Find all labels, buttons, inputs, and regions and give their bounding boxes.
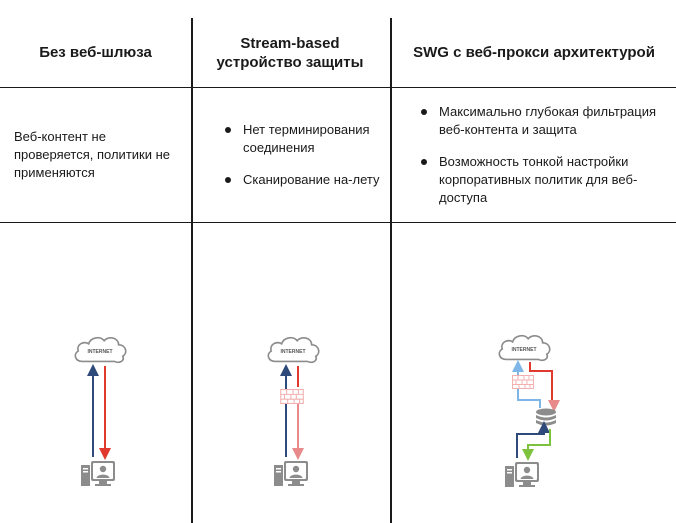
user-workstation-icon <box>274 461 308 486</box>
bullet-item: Возможность тонкой настройки корпоративн… <box>417 153 667 207</box>
diagram-no-gateway: INTERNET <box>74 336 127 486</box>
database-icon <box>536 408 556 426</box>
bullet-item: Максимально глубокая фильтрация веб-конт… <box>417 103 667 139</box>
divider-vertical-1 <box>191 18 193 523</box>
diagram-stream-based: INTERNET <box>267 336 320 486</box>
inbound-arrow <box>529 362 553 400</box>
user-workstation-icon <box>81 461 115 486</box>
column-1-heading: Без веб-шлюза <box>39 44 152 61</box>
divider-vertical-2 <box>390 18 392 523</box>
bullet-item: Сканирование на-лету <box>221 171 387 189</box>
cloud-label: INTERNET <box>281 349 306 355</box>
inbound-filtered-arrow <box>548 400 560 412</box>
firewall-icon <box>512 375 534 389</box>
cloud-icon: INTERNET <box>498 334 551 362</box>
column-2-heading: Stream-based устройство защиты <box>216 35 364 71</box>
column-3-bullets: Максимально глубокая фильтрация веб-конт… <box>417 103 667 221</box>
column-2-bullets: Нет терминирования соединения Сканирован… <box>221 121 387 203</box>
bullet-item: Нет терминирования соединения <box>221 121 387 157</box>
firewall-icon <box>280 389 304 404</box>
cloud-icon: INTERNET <box>267 336 320 364</box>
cloud-label: INTERNET <box>512 347 537 353</box>
divider-horizontal-2 <box>0 222 676 223</box>
diagram-swg-proxy: INTERNET <box>498 334 560 487</box>
divider-horizontal-1 <box>0 87 676 88</box>
cloud-label: INTERNET <box>88 349 113 355</box>
cloud-icon: INTERNET <box>74 336 127 364</box>
outbound-arrow <box>516 421 550 458</box>
column-1-description: Веб-контент не проверяется, политики не … <box>14 129 170 180</box>
clean-traffic-arrow <box>522 429 551 461</box>
column-3-heading: SWG с веб-прокси архитектурой <box>413 44 655 61</box>
user-workstation-icon <box>505 462 539 487</box>
